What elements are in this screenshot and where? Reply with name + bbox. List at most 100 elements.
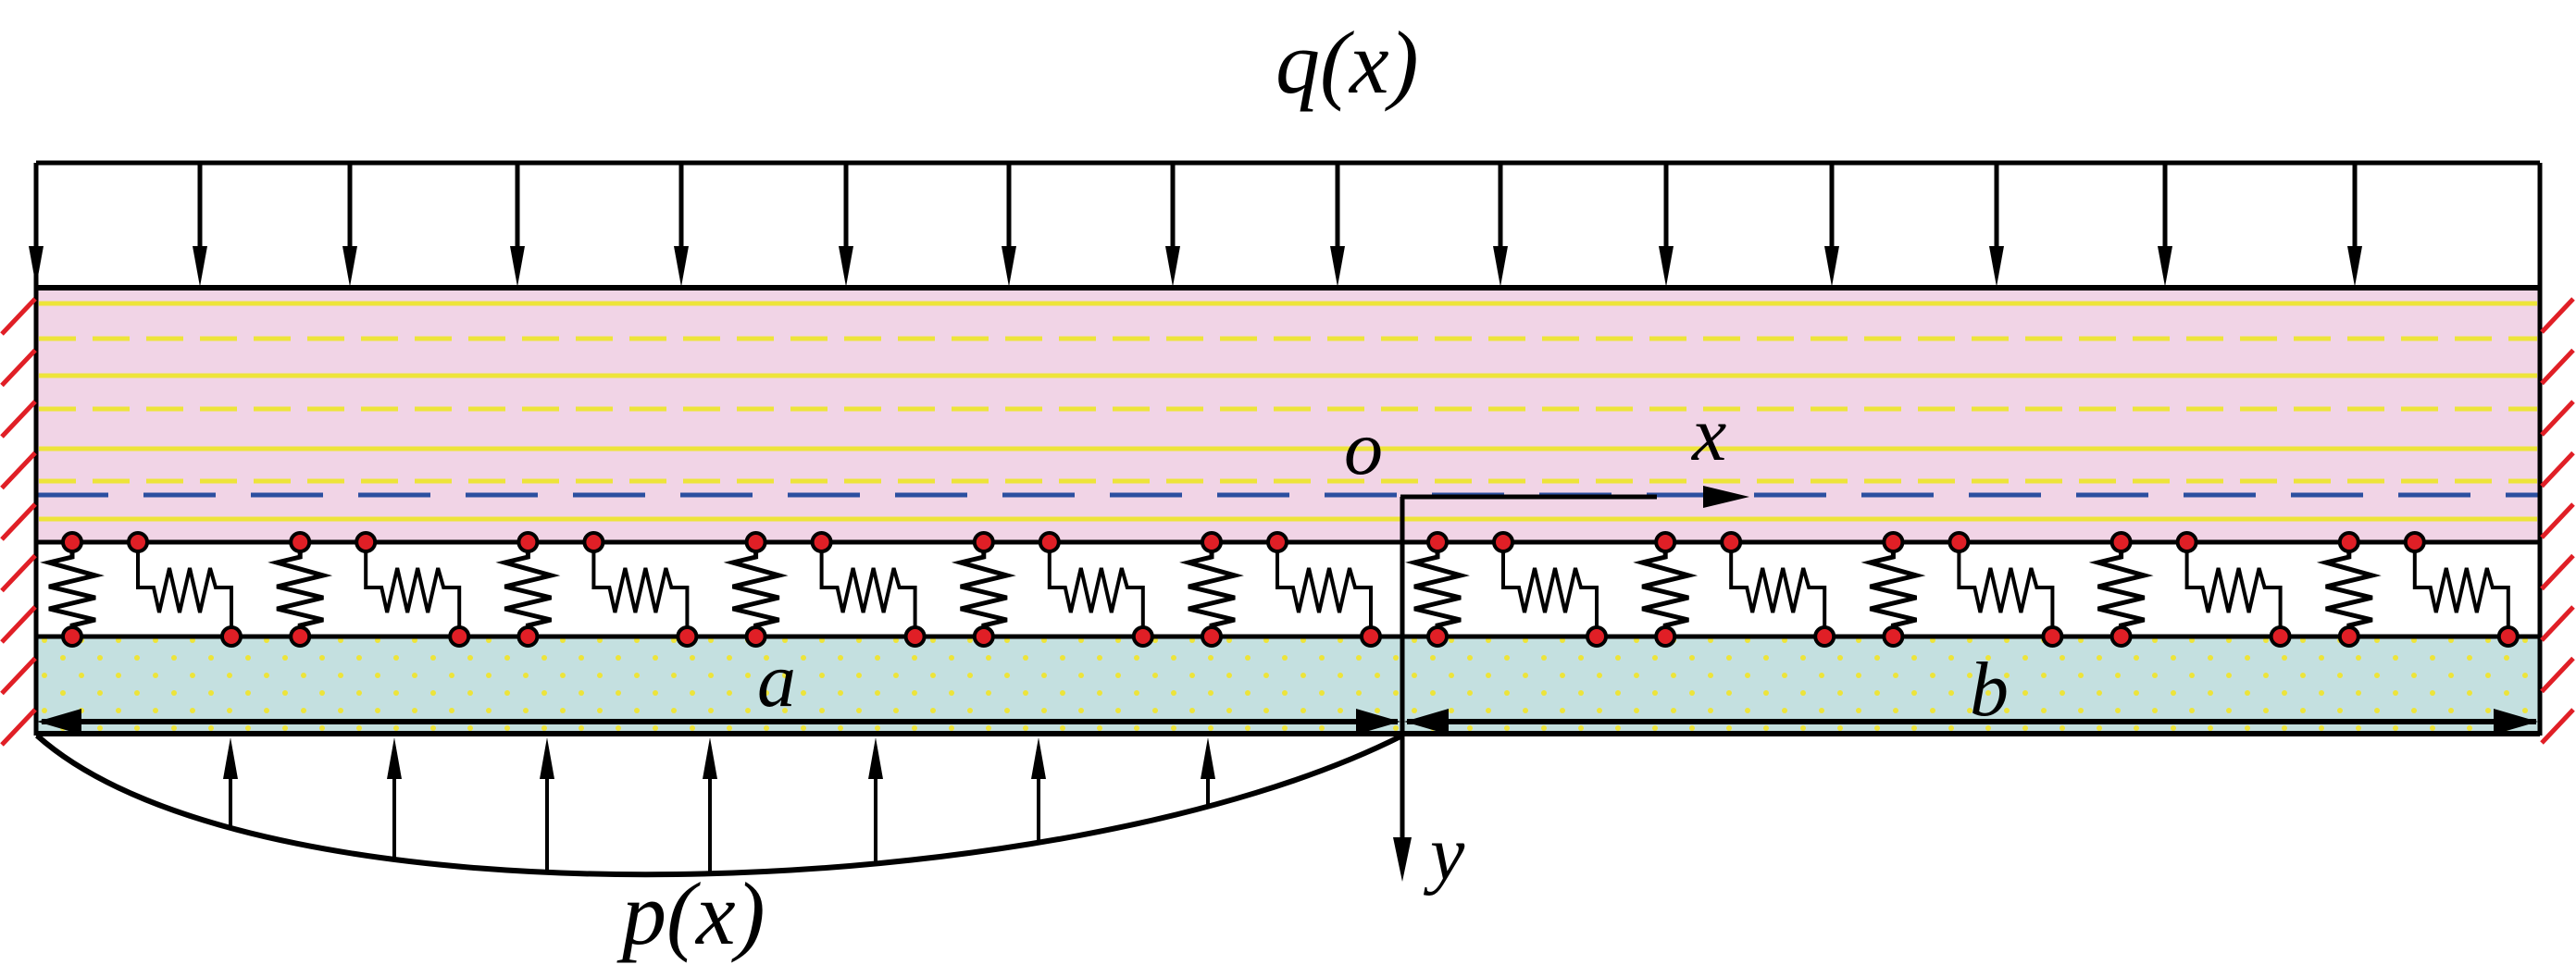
top-load-arrow-head	[1989, 246, 2004, 287]
dimension-b-right-arrowhead	[2494, 709, 2538, 735]
bottom-load-arrow	[540, 737, 554, 872]
spring-node	[2337, 625, 2360, 648]
top-load-arrow	[1989, 163, 2004, 287]
dimension-a	[37, 709, 1400, 735]
bottom-load-arrow	[1201, 737, 1215, 807]
top-load-arrow	[193, 163, 207, 287]
spring-node	[810, 531, 833, 553]
foundation-unit	[951, 531, 1154, 648]
shear-spring	[1047, 542, 1145, 637]
shear-spring	[1501, 542, 1599, 637]
right-support-hatch	[2540, 297, 2575, 745]
hatch-mark	[0, 605, 37, 644]
hatch-mark	[2540, 348, 2575, 386]
bottom-load-arrow	[703, 737, 717, 874]
top-load-arrow	[1002, 163, 1016, 287]
top-load-arrow-head	[1002, 246, 1016, 287]
bottom-load-arrow-head	[540, 737, 554, 779]
spring-node	[676, 625, 699, 648]
winkler-spring	[1179, 551, 1244, 628]
top-load-arrow	[342, 163, 357, 287]
top-load-arrow-head	[1330, 246, 1345, 287]
spring-node	[61, 625, 83, 648]
spring-node	[516, 531, 540, 553]
bottom-load-curve	[35, 733, 1404, 878]
hatch-mark	[2540, 605, 2575, 642]
left-support-hatch	[0, 297, 37, 747]
y-axis-label: y	[1423, 810, 1465, 897]
winkler-spring	[2088, 551, 2154, 628]
spring-node	[2337, 531, 2360, 553]
top-load-arrow-head	[839, 246, 853, 287]
spring-node	[289, 531, 312, 553]
top-load-arrow	[839, 163, 853, 287]
top-load-arrow	[1165, 163, 1180, 287]
spring-node	[2403, 531, 2426, 553]
spring-node	[1492, 531, 1514, 553]
spring-node	[1813, 625, 1836, 648]
spring-node	[744, 625, 767, 648]
top-load-arrow	[2347, 163, 2362, 287]
hatch-mark	[0, 400, 37, 439]
x-axis-label: x	[1690, 391, 1726, 477]
top-load-arrow-head	[29, 246, 44, 287]
hatch-mark	[2540, 451, 2575, 488]
hatch-mark	[0, 656, 37, 696]
top-load-arrow	[29, 163, 44, 287]
bottom-load-arrows	[223, 737, 1215, 874]
spring-node	[1201, 531, 1223, 553]
hatch-mark	[2540, 400, 2575, 437]
shear-spring	[136, 542, 233, 637]
foundation-unit	[2316, 531, 2520, 648]
shear-spring	[364, 542, 462, 637]
bottom-load-arrow	[223, 737, 238, 828]
winkler-spring	[495, 551, 561, 628]
shear-spring	[1276, 542, 1373, 637]
spring-node	[2109, 531, 2133, 553]
winkler-spring	[1633, 551, 1699, 628]
top-load-arrow-head	[1493, 246, 1508, 287]
winkler-spring	[268, 551, 333, 628]
spring-node	[1426, 531, 1449, 553]
bottom-load-arrow-head	[1201, 737, 1215, 779]
spring-node	[972, 531, 995, 553]
bottom-load-arrow	[1031, 737, 1046, 843]
spring-node	[1882, 625, 1905, 648]
spring-node	[516, 625, 540, 648]
foundation-unit	[1860, 531, 2064, 648]
top-load-arrow-head	[1659, 246, 1674, 287]
spring-node	[2175, 531, 2198, 553]
hatch-mark	[0, 553, 37, 593]
dimension-a-left-arrowhead	[37, 709, 81, 735]
foundation-unit	[723, 531, 927, 648]
shear-spring	[819, 542, 917, 637]
spring-node	[1654, 625, 1677, 648]
spring-node	[1720, 531, 1743, 553]
foundation-springs	[40, 531, 2520, 648]
origin-label: o	[1344, 405, 1383, 491]
winkler-spring	[1405, 551, 1470, 628]
bottom-load-arrow-head	[1031, 737, 1046, 779]
spring-node	[1586, 625, 1608, 648]
hatch-mark	[0, 451, 37, 490]
length-b-label: b	[1970, 647, 2009, 733]
top-load-arrow-head	[510, 246, 525, 287]
winkler-spring	[2316, 551, 2382, 628]
winkler-spring	[723, 551, 789, 628]
spring-node	[1266, 531, 1288, 553]
top-load-arrow-head	[2158, 246, 2172, 287]
spring-node	[582, 531, 605, 553]
hatch-mark	[2540, 656, 2575, 694]
shear-spring	[2412, 542, 2510, 637]
bottom-load-arrow-head	[703, 737, 717, 779]
spring-node	[2269, 625, 2292, 648]
shear-spring	[2184, 542, 2283, 637]
hatch-mark	[2540, 708, 2575, 745]
lower-layer-dots	[36, 637, 2540, 733]
y-axis-arrowhead	[1393, 837, 1412, 882]
spring-node	[1131, 625, 1154, 648]
winkler-spring	[40, 551, 105, 628]
hatch-mark	[0, 502, 37, 541]
ply-lines	[39, 301, 2537, 522]
